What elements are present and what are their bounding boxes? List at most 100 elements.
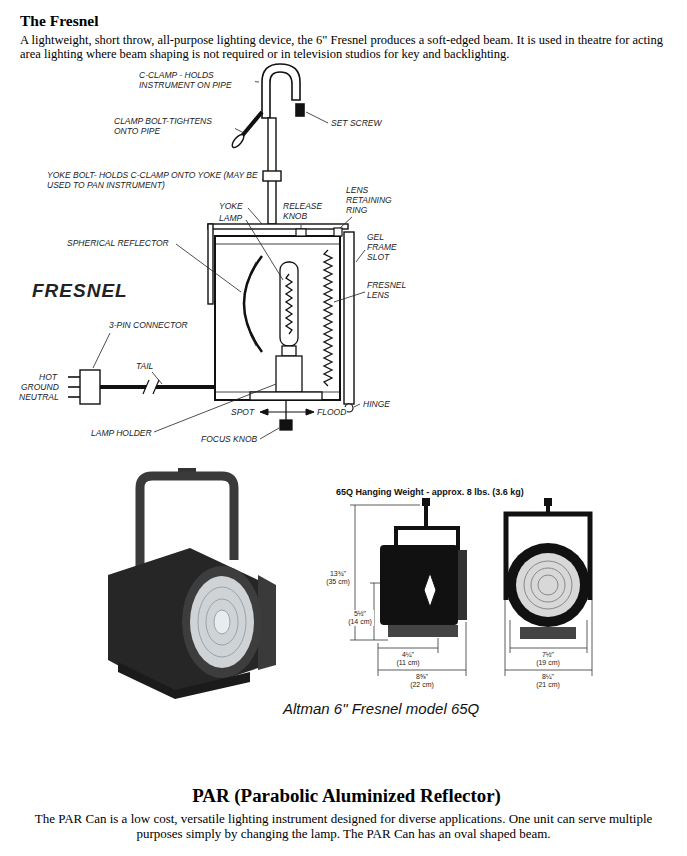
fresnel-photo [214,610,230,634]
part-label: 3-PIN CONNECTOR [108,320,189,330]
housing [215,236,340,400]
front-view [520,627,576,639]
dimension-label: 4¼" [394,651,422,659]
direction-label: SPOT [230,407,255,417]
part-label: SPHERICAL REFLECTOR [66,238,170,248]
yoke [208,224,348,229]
dimension-line [505,600,506,676]
dimension-line [466,622,467,676]
side-view [380,498,467,637]
part-label: FRESNEL LENS [366,280,418,300]
dimension-label: 8⅝" [408,673,436,681]
leader-line [356,250,365,262]
dimension-label: (22 cm) [408,681,436,689]
leader-line [260,428,279,439]
lamp [282,346,296,356]
dimension-label: (21 cm) [534,681,562,689]
page-title: The Fresnel [20,12,99,30]
section-heading: PAR (Parabolic Aluminized Reflector) [3,784,687,808]
tail-cable [153,380,159,394]
side-view [388,625,458,637]
dimension-line [378,648,438,649]
lamp [250,392,322,400]
weight-note: 65Q Hanging Weight - approx. 8 lbs. (3.6… [336,487,524,498]
part-label: HINGE [362,399,391,409]
fresnel-lens [324,250,332,386]
fresnel-photo [206,599,238,645]
clamp-bolt [242,112,262,136]
dimension-line [505,670,592,671]
side-view [424,506,428,528]
part-label: YOKE [218,201,244,211]
part-label: GEL FRAME SLOT [366,232,408,262]
lamp [280,262,298,346]
leader-line [340,217,352,228]
front-view [506,543,590,627]
diagram-heading: FRESNEL [32,280,128,302]
front-view [538,575,558,595]
leader-line [152,372,162,384]
lamp [286,274,292,334]
direction-label: FLOOD [316,407,347,417]
c-clamp [262,64,304,118]
section-paragraph: The PAR Can is a low cost, versatile lig… [24,811,663,841]
tail-cable [68,396,80,398]
front-view [544,498,552,506]
part-label: TAIL [135,361,154,371]
dimension-label: 13¾" [324,570,352,578]
part-label: SET SCREW [330,118,383,128]
housing [344,232,354,404]
leader-line [176,244,241,292]
dimension-line [350,640,388,641]
spot-flood-arrow [260,409,314,415]
lamp [276,356,302,392]
dimension-label: (14 cm) [346,618,374,626]
pin-label: GROUND [20,382,60,392]
dimension-line [438,638,439,653]
pin-label: HOT [38,372,58,382]
lamp [280,420,292,430]
leader-line [246,220,283,280]
leader-line [248,208,262,224]
leader-line [334,292,365,302]
tail-cable [68,376,80,378]
fresnel-photo [118,662,250,699]
front-view [506,498,590,639]
leader-line [306,112,328,123]
leader-line [93,333,110,368]
side-view [422,498,430,506]
fresnel-lens [324,250,332,386]
part-label: YOKE BOLT- HOLDS C-CLAMP ONTO YOKE (MAY … [46,170,262,190]
part-label: LENS RETAINING RING [345,185,405,215]
fresnel-photo [182,566,262,678]
lamp [285,400,286,420]
dimension-label: 5½" [346,610,374,618]
intro-paragraph: A lightweight, short throw, all-purpose … [20,33,670,61]
housing [296,229,306,236]
spherical-reflector [244,256,262,352]
housing [215,244,340,245]
part-label: LAMP [218,213,243,223]
part-label: RELEASE KNOB [282,201,328,221]
dimension-label: (35 cm) [324,578,352,586]
c-clamp [296,104,304,116]
tail-cable [156,385,215,389]
dimension-line [378,670,466,671]
leader-line [154,384,276,432]
part-label: LAMP HOLDER [90,428,153,438]
dimension-line [350,505,592,676]
part-label: C-CLAMP - HOLDS INSTRUMENT ON PIPE [138,70,255,90]
yoke [208,224,213,304]
dimension-label: 7½" [534,651,562,659]
dimension-line [510,648,587,649]
tail-cable [68,370,215,404]
dimension-label: (19 cm) [534,659,562,667]
tail-cable [68,386,80,388]
tail-cable [100,385,146,389]
fresnel-photo [198,587,246,657]
fresnel-photo [190,576,254,668]
housing [215,228,354,412]
leader-line [301,225,302,229]
spherical-reflector [244,256,262,352]
